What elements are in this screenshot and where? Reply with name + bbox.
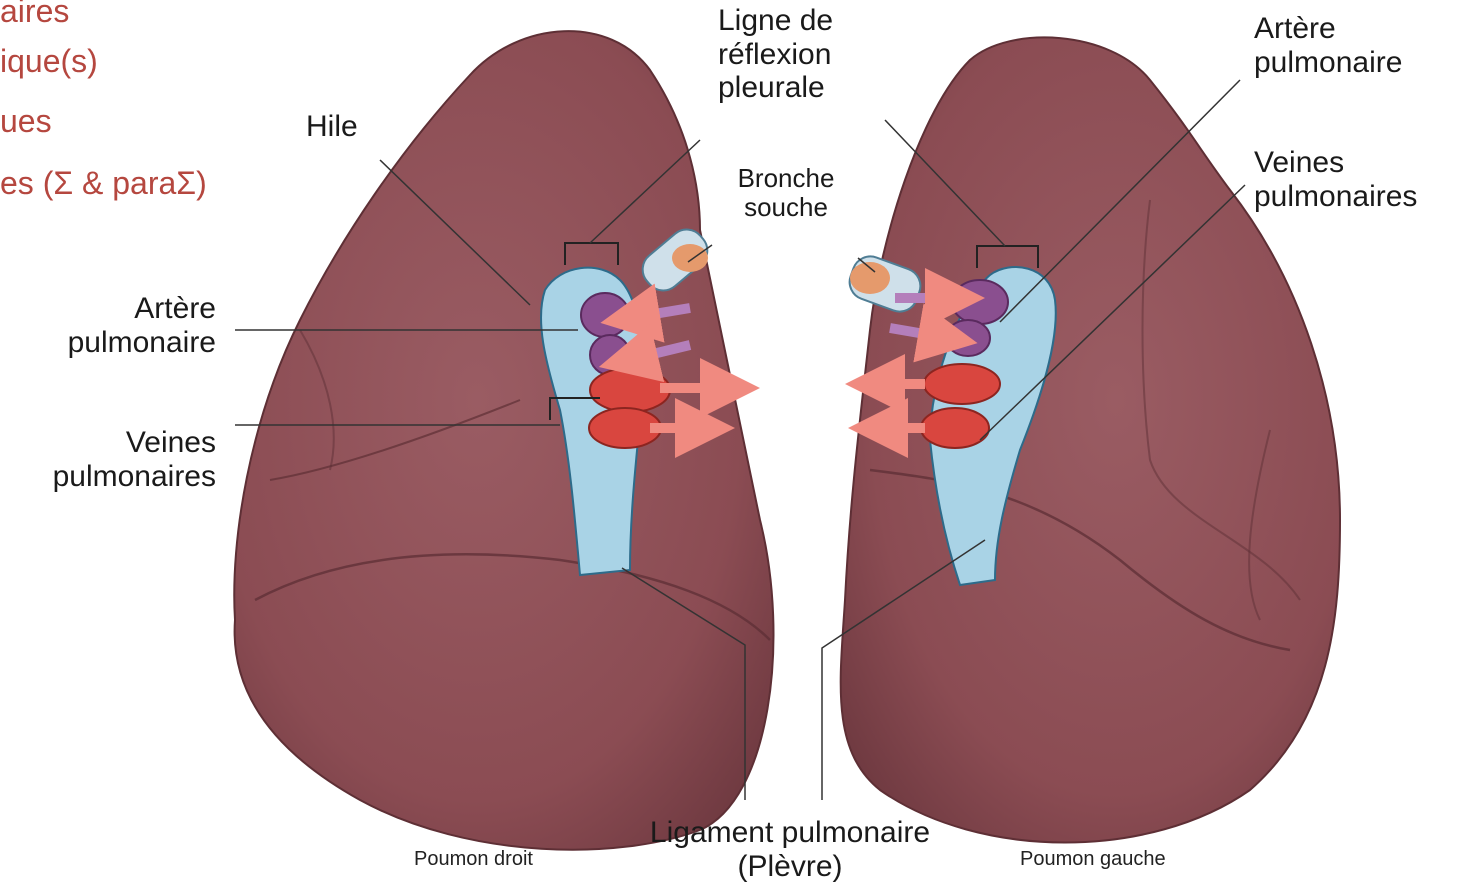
label-veines-left-line-2: pulmonaires xyxy=(20,460,216,494)
label-ligament-line-2: (Plèvre) xyxy=(640,850,940,884)
label-veines-pulmonaires-left: Veines pulmonaires xyxy=(20,426,216,493)
label-artere-left-line-2: pulmonaire xyxy=(20,326,216,360)
label-hile: Hile xyxy=(306,110,358,144)
label-artere-pulmonaire-left: Artère pulmonaire xyxy=(20,292,216,359)
label-artere-left-line-1: Artère xyxy=(20,292,216,326)
label-ligne-reflexion-pleurale: Ligne de réflexion pleurale xyxy=(718,4,833,105)
label-artere-pulmonaire-right: Artère pulmonaire xyxy=(1254,12,1402,79)
caption-left-lung: Poumon gauche xyxy=(1020,848,1166,870)
left-vein-1 xyxy=(924,364,1000,404)
right-artery-1 xyxy=(581,293,629,337)
label-artere-right-line-1: Artère xyxy=(1254,12,1402,46)
left-vein-2 xyxy=(921,408,989,448)
right-vein-1 xyxy=(590,368,670,412)
label-bronche-line-2: souche xyxy=(728,193,844,222)
label-veines-left-line-1: Veines xyxy=(20,426,216,460)
label-veines-right-line-1: Veines xyxy=(1254,146,1417,180)
label-veines-right-line-2: pulmonaires xyxy=(1254,180,1417,214)
label-bronche-souche: Bronche souche xyxy=(728,164,844,222)
left-artery-2 xyxy=(946,320,990,356)
partial-list-item-3: ues xyxy=(0,104,52,140)
label-ligne-line-2: réflexion xyxy=(718,38,833,72)
label-ligne-line-1: Ligne de xyxy=(718,4,833,38)
label-bronche-line-1: Bronche xyxy=(728,164,844,193)
right-lung xyxy=(234,31,773,850)
label-ligament-pulmonaire: Ligament pulmonaire (Plèvre) xyxy=(640,816,940,883)
left-artery-1 xyxy=(952,280,1008,324)
partial-list-item-1: aires xyxy=(0,0,69,30)
caption-right-lung: Poumon droit xyxy=(414,848,533,870)
label-artere-right-line-2: pulmonaire xyxy=(1254,46,1402,80)
label-ligament-line-1: Ligament pulmonaire xyxy=(640,816,940,850)
partial-list-item-2: ique(s) xyxy=(0,44,98,80)
label-ligne-line-3: pleurale xyxy=(718,71,833,105)
label-veines-pulmonaires-right: Veines pulmonaires xyxy=(1254,146,1417,213)
partial-list-item-4: es (Σ & paraΣ) xyxy=(0,166,207,202)
